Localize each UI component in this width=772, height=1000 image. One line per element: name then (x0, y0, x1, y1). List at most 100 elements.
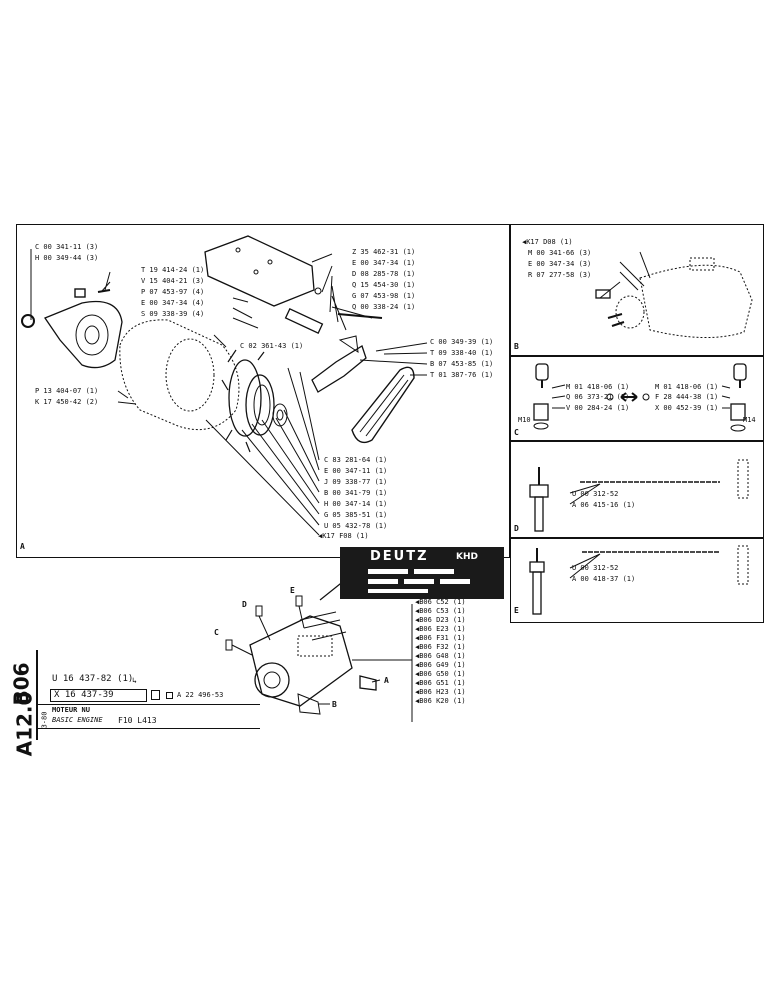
part-number: X 00 452-39 (1) (655, 404, 719, 412)
cross-reference-text: B06 G50 (1) (419, 670, 466, 678)
part-number: B 07 453-85 (1) (430, 360, 494, 368)
cross-reference[interactable]: ◀B06 G50 (1) (415, 670, 466, 678)
cross-reference[interactable]: ◀B06 G49 (1) (415, 661, 466, 669)
cross-reference-text: B06 C52 (1) (419, 598, 466, 606)
part-number: B 00 341-79 (1) (324, 489, 388, 497)
part-number-box: X 16 437-39 (50, 689, 147, 702)
panel-b-frame (510, 224, 764, 356)
part-number: M 01 418-06 (1) (566, 383, 630, 391)
part-number: E 00 347-34 (4) (141, 299, 205, 307)
engine-callout-d[interactable]: D (242, 600, 247, 609)
part-number: C 00 349-39 (1) (430, 338, 494, 346)
cross-reference[interactable]: ◀B06 F32 (1) (415, 643, 466, 651)
engine-model: F10 L413 (118, 716, 157, 725)
cross-reference-text: B06 F32 (1) (419, 643, 466, 651)
title-rule (36, 704, 260, 706)
part-number: M 01 418-06 (1) (655, 383, 719, 391)
panel-d-frame (510, 441, 764, 538)
engine-callout-e[interactable]: E (290, 586, 295, 595)
plate-field (368, 569, 408, 574)
drawing-reference: A 22 496-53 (177, 691, 224, 699)
part-number: U 16 437-82 (1) (52, 674, 134, 684)
cross-reference[interactable]: ◀B06 G48 (1) (415, 652, 466, 660)
cross-reference-text: B06 D23 (1) (419, 616, 466, 624)
part-number: Q 15 454-30 (1) (352, 281, 416, 289)
part-number: V 15 404-21 (3) (141, 277, 205, 285)
plate-field (404, 579, 434, 584)
panel-b-corner-label: B (514, 342, 519, 351)
cross-reference[interactable]: ◀B06 C52 (1) (415, 598, 466, 606)
box-marker (151, 690, 160, 700)
cross-reference-text: B06 C53 (1) (419, 607, 466, 615)
cross-reference[interactable]: ◀K17 F08 (1) (318, 532, 369, 540)
cross-reference[interactable]: ◀B06 F31 (1) (415, 634, 466, 642)
reference-marker (166, 692, 173, 699)
part-number: H 00 349-44 (3) (35, 254, 99, 262)
cross-reference-text: K17 D08 (1) (526, 238, 573, 246)
title-french: MOTEUR NU (52, 706, 90, 714)
part-number: T 19 414-24 (1) (141, 266, 205, 274)
part-number: A 00 418-37 (1) (572, 575, 636, 583)
engine-callout-a[interactable]: A (384, 676, 389, 685)
part-number: G 05 385-51 (1) (324, 511, 388, 519)
part-number: R 07 277-58 (3) (528, 271, 592, 279)
reference-list: ◀B06 C52 (1) ◀B06 C53 (1) ◀B06 D23 (1) ◀… (415, 598, 466, 706)
part-number: V 00 284-24 (1) (566, 404, 630, 412)
cross-reference[interactable]: ◀K17 D08 (1) (522, 238, 573, 246)
part-number: E 00 347-11 (1) (324, 467, 388, 475)
part-number: S 09 338-39 (4) (141, 310, 205, 318)
panel-c-corner-label: C (514, 428, 519, 437)
cross-reference[interactable]: ◀B06 C53 (1) (415, 607, 466, 615)
part-number: K 17 450-42 (2) (35, 398, 99, 406)
part-number: Z 35 462-31 (1) (352, 248, 416, 256)
part-number: T 09 338-40 (1) (430, 349, 494, 357)
panel-e-frame (510, 538, 764, 623)
cross-reference-text: B06 H23 (1) (419, 688, 466, 696)
part-number: P 07 453-97 (4) (141, 288, 205, 296)
engine-callout-b[interactable]: B (332, 700, 337, 709)
thread-size-label: M10 (518, 416, 531, 424)
sheet-page-code: A12.0 (12, 691, 37, 757)
title-block-divider (36, 650, 38, 740)
part-number: U 05 432-78 (1) (324, 522, 388, 530)
plate-field (440, 579, 470, 584)
part-number: U 00 312-52 (572, 490, 619, 498)
part-number: U 00 312-52 (572, 564, 619, 572)
cross-reference-text: K17 F08 (1) (322, 532, 369, 540)
cross-reference-text: B06 K20 (1) (419, 697, 466, 705)
cross-reference-text: B06 E23 (1) (419, 625, 466, 633)
part-number: C 02 361-43 (1) (240, 342, 304, 350)
plate-field (414, 569, 454, 574)
manufacturer-plate: DEUTZ KHD (340, 547, 504, 599)
part-number: P 13 404-07 (1) (35, 387, 99, 395)
plate-brand: DEUTZ (370, 549, 429, 564)
cross-reference[interactable]: ◀B06 D23 (1) (415, 616, 466, 624)
title-rule-bottom (36, 728, 260, 730)
panel-a-corner-label: A (20, 542, 25, 551)
title-block-side-codes: B06 A12.0 (10, 652, 42, 756)
panel-e-corner-label: E (514, 606, 519, 615)
title-block-sheet-code: 3-80 (40, 711, 49, 729)
thread-size-label: M14 (743, 416, 756, 424)
panel-a-frame (16, 224, 510, 558)
part-number: M 00 341-66 (3) (528, 249, 592, 257)
part-number: J 09 338-77 (1) (324, 478, 388, 486)
cross-reference[interactable]: ◀B06 H23 (1) (415, 688, 466, 696)
part-number: Q 00 338-24 (1) (352, 303, 416, 311)
part-number: D 08 285-78 (1) (352, 270, 416, 278)
part-number: E 00 347-34 (3) (528, 260, 592, 268)
plate-field (368, 589, 428, 593)
part-number: T 01 387-76 (1) (430, 371, 494, 379)
part-number: C 00 341-11 (3) (35, 243, 99, 251)
cross-reference-text: B06 F31 (1) (419, 634, 466, 642)
cross-reference[interactable]: ◀B06 G51 (1) (415, 679, 466, 687)
cross-reference[interactable]: ◀B06 K20 (1) (415, 697, 466, 705)
part-number: H 00 347-14 (1) (324, 500, 388, 508)
part-number: F 28 444-38 (1) (655, 393, 719, 401)
engine-callout-c[interactable]: C (214, 628, 219, 637)
panel-d-corner-label: D (514, 524, 519, 533)
cross-reference[interactable]: ◀B06 E23 (1) (415, 625, 466, 633)
part-number: C 83 281-64 (1) (324, 456, 388, 464)
plate-field (368, 579, 398, 584)
part-number: E 00 347-34 (1) (352, 259, 416, 267)
